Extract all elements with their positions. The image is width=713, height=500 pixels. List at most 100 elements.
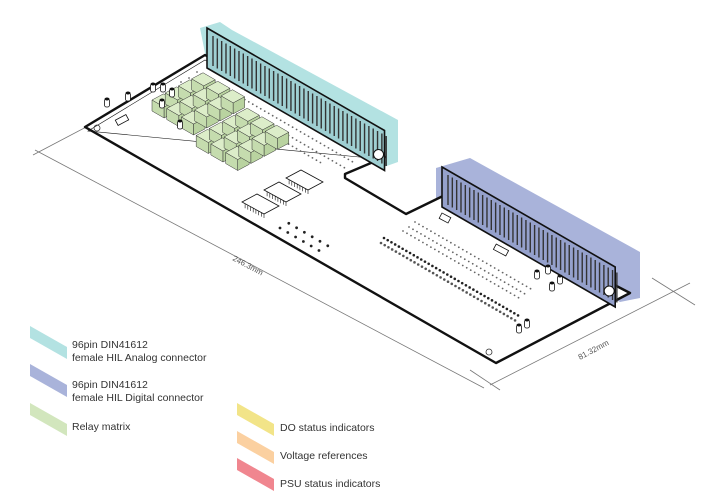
digital-connector [441, 165, 618, 309]
ic-chip [263, 181, 302, 203]
pin-hole [267, 112, 270, 115]
pin-hole [287, 124, 290, 126]
pin-hole [416, 230, 418, 233]
pin-hole [441, 253, 444, 255]
pin-hole [490, 299, 494, 302]
pin-hole [465, 291, 468, 294]
psu-led [318, 239, 322, 243]
pin-hole [188, 77, 190, 79]
psu-led [326, 244, 330, 248]
pin-hole [299, 141, 302, 144]
pin-hole [438, 268, 442, 272]
pin-hole [386, 238, 390, 242]
pin-hole [299, 150, 302, 152]
legend-swatch [30, 364, 67, 397]
psu-led [286, 231, 290, 234]
pin-hole [457, 279, 460, 283]
pin-hole [428, 237, 430, 240]
pin-hole [339, 153, 342, 156]
dimension-width-label: 81.32mm [577, 338, 611, 362]
pin-hole [307, 154, 310, 157]
pin-hole [469, 293, 472, 296]
psu-led [310, 235, 314, 239]
standoff-cap [125, 91, 131, 95]
pin-hole [335, 162, 338, 165]
pin-hole [435, 242, 438, 245]
pin-hole [493, 283, 496, 285]
pin-hole [263, 110, 266, 112]
pin-hole [487, 304, 491, 307]
pin-hole [387, 246, 390, 249]
pin-hole [255, 105, 258, 108]
pin-hole [430, 230, 432, 233]
pin-hole [446, 280, 450, 284]
pin-hole [315, 150, 318, 153]
legend-swatch [237, 403, 274, 436]
ic-component [438, 212, 452, 224]
pin-hole [449, 275, 453, 279]
pin-hole [453, 244, 456, 246]
pin-hole [431, 264, 434, 268]
pin-hole [319, 161, 322, 164]
pin-hole [506, 314, 509, 318]
pin-hole [414, 237, 416, 239]
legend-swatch [30, 403, 67, 436]
pin-hole [299, 130, 302, 133]
psu-led [278, 226, 282, 230]
pin-hole [509, 276, 512, 279]
legend-item-do: DO status indicators [237, 403, 375, 436]
pin-hole [420, 265, 424, 268]
pin-hole [513, 319, 517, 322]
pin-hole [467, 260, 470, 263]
pin-hole [431, 271, 435, 275]
pin-hole [479, 292, 483, 296]
pin-hole [279, 119, 282, 122]
pin-hole [472, 288, 475, 291]
pin-hole [475, 290, 479, 294]
pin-hole [513, 278, 516, 281]
svg-text:Relay matrix: Relay matrix [72, 421, 131, 433]
pin-hole [445, 239, 448, 242]
pin-hole [401, 247, 404, 251]
psu-led [294, 235, 297, 239]
pin-hole [487, 272, 490, 274]
mounting-hole [93, 124, 101, 132]
pin-hole [449, 257, 452, 260]
pin-hole [379, 241, 383, 245]
standoff-cap [177, 119, 183, 123]
pin-hole [283, 121, 286, 124]
pin-hole [406, 232, 408, 235]
pin-hole [501, 271, 504, 274]
pin-hole [398, 252, 401, 256]
legend-swatch [30, 326, 67, 359]
pin-hole [327, 157, 330, 160]
pin-hole [529, 287, 532, 290]
pin-hole [497, 269, 500, 272]
legend: 96pin DIN41612 female HIL Analog connect… [30, 326, 380, 491]
pin-hole [455, 253, 458, 256]
pin-hole [383, 243, 387, 247]
pin-hole [303, 133, 306, 136]
pin-hole [343, 166, 346, 169]
pin-hole [408, 226, 410, 228]
pin-hole [295, 128, 298, 131]
pin-hole [453, 277, 457, 281]
pin-hole [513, 311, 516, 315]
pin-hole [315, 159, 318, 162]
pin-hole [390, 241, 393, 244]
pin-hole [402, 230, 404, 232]
pin-hole [291, 126, 294, 129]
standoff-cap [160, 82, 166, 86]
pin-hole [505, 274, 508, 276]
pin-hole [429, 246, 432, 249]
pin-hole [499, 279, 502, 281]
pin-hole [491, 274, 494, 277]
standoff-cap [557, 274, 563, 278]
relay [205, 80, 231, 95]
pin-hole [489, 280, 492, 283]
svg-text:Voltage references: Voltage references [280, 450, 368, 462]
pin-hole [473, 271, 476, 274]
pin-hole [439, 244, 442, 247]
pin-hole [405, 256, 409, 260]
